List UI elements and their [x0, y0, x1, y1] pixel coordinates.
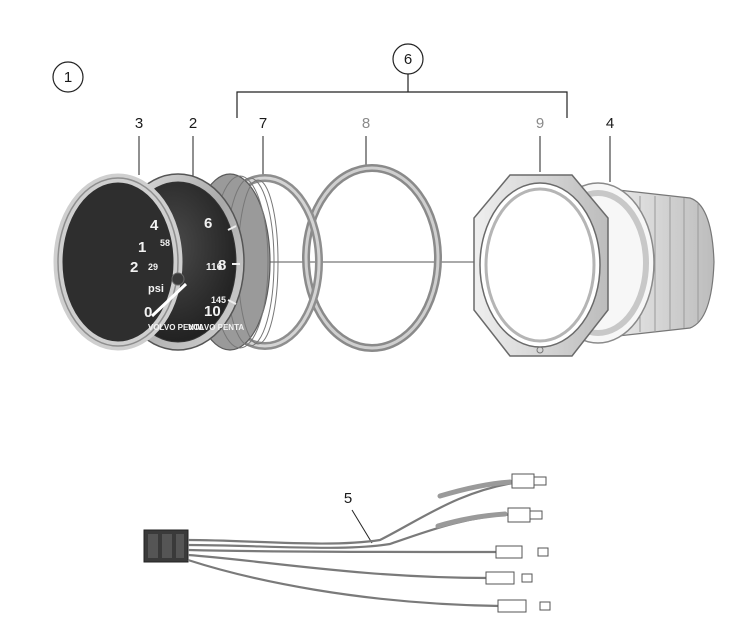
dial-label-145: 145	[211, 295, 226, 305]
part-3-front-bezel: 4 1 2 0 58 29 psi VOLVO PENTA	[53, 173, 204, 351]
gauge-needle	[150, 282, 188, 318]
callout-7: 7	[259, 115, 267, 176]
callout-4: 4	[606, 115, 614, 182]
dial-label-6: 6	[204, 215, 212, 232]
svg-text:6: 6	[404, 51, 412, 68]
dial-label-116: 116	[206, 262, 223, 273]
callout-6: 6	[236, 43, 568, 118]
svg-text:8: 8	[362, 115, 370, 132]
dial-brand-front: VOLVO PENTA	[148, 323, 204, 332]
dial-label-10: 10	[204, 303, 221, 320]
dial-label-2: 2	[130, 259, 138, 276]
callout-1: 1	[52, 61, 84, 93]
svg-text:2: 2	[189, 115, 197, 132]
dial-brand: VOLVO PENTA	[188, 323, 244, 332]
svg-text:3: 3	[135, 115, 143, 132]
dial-label-0: 0	[144, 304, 152, 321]
callout-2: 2	[189, 115, 197, 178]
dial-label-1: 1	[138, 239, 146, 256]
bracket-6	[236, 74, 568, 118]
callout-5: 5	[344, 490, 373, 544]
dial-label-8: 8	[218, 257, 226, 274]
dial-unit: psi	[148, 283, 164, 295]
dial-label-58: 58	[160, 238, 170, 248]
svg-text:4: 4	[606, 115, 614, 132]
part-5-wiring-harness	[143, 473, 551, 613]
callout-9: 9	[536, 115, 544, 172]
callout-3: 3	[135, 115, 143, 175]
svg-text:7: 7	[259, 115, 267, 132]
svg-text:1: 1	[64, 69, 72, 86]
dial-label-4: 4	[150, 217, 159, 234]
callout-8: 8	[362, 115, 370, 170]
part-8-flat-ring	[302, 164, 442, 352]
part-9-octagonal-nut	[473, 174, 609, 357]
dial-label-29: 29	[148, 262, 158, 272]
svg-text:5: 5	[344, 490, 352, 507]
svg-text:9: 9	[536, 115, 544, 132]
